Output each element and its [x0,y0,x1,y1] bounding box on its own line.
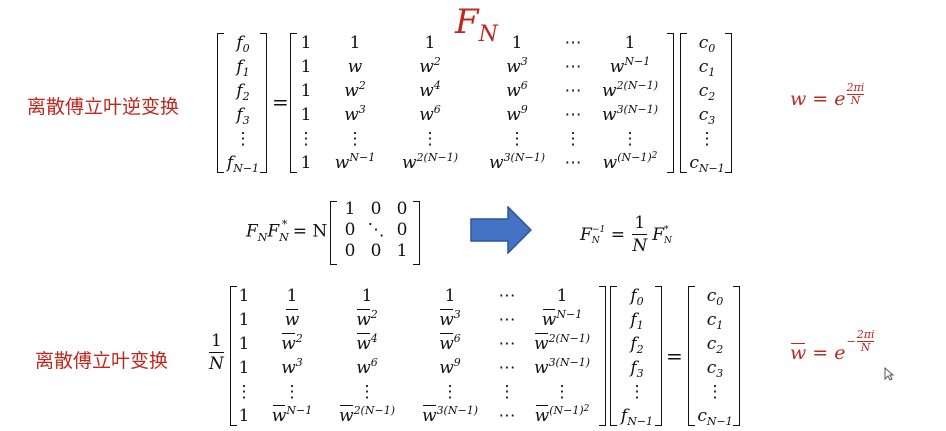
title-main: F [455,2,479,42]
equals-sign-bottom: = [666,344,683,368]
arrow-shape [470,206,532,254]
f-vector-bottom: f0 f1 f2 f3 ⋮ fN−1 [610,284,662,428]
c-vector-top: c0 c1 c2 c3 ⋮ cN−1 [680,31,732,175]
f-entry: f3 [236,105,250,127]
idft-label: 离散傅立叶逆变换 [27,96,180,118]
mouse-cursor-icon [884,367,894,381]
c-vector-bottom: c0 c1 c2 c3 ⋮ cN−1 [688,284,740,428]
dft-label: 离散傅立叶变换 [35,350,169,372]
f-entry: f2 [236,81,250,103]
matrix-title: FN [455,2,498,47]
f-entry: ⋮ [234,129,252,149]
identity-matrix: 1 0 0 0 ⋱ 0 0 0 1 [330,199,420,267]
f-vector-top: f0 f1 f2 f3 ⋮ fN−1 [217,31,267,175]
f-entry: f1 [236,57,250,79]
title-sub: N [478,21,498,47]
f-entry: fN−1 [226,153,260,175]
identity-equation: FNFN* = N [246,218,328,245]
right-arrow-icon [470,206,532,254]
f-entry: f0 [236,33,250,55]
equals-sign-top: = [272,90,289,114]
